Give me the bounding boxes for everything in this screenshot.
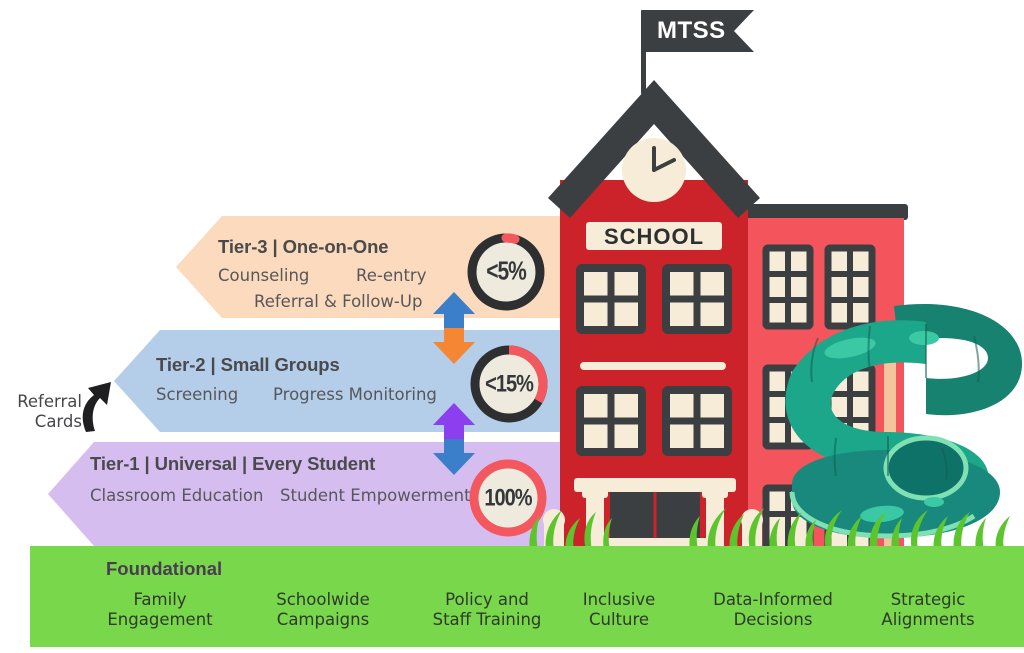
mtss-flag: MTSS	[641, 4, 801, 94]
foundational-item-strategic-alignments[interactable]: Strategic Alignments	[846, 590, 1010, 631]
foundational-item-line2: Culture	[588, 610, 650, 630]
foundational-item-line2: Staff Training	[432, 610, 542, 630]
foundational-item-data-informed-decisions[interactable]: Data-Informed Decisions	[680, 590, 866, 631]
foundational-item-family-engagement[interactable]: Family Engagement	[78, 590, 242, 631]
tier-3-sub-right: Re-entry	[356, 266, 427, 285]
arrow-down-icon	[433, 328, 475, 364]
arrow-down-tier2	[433, 328, 475, 364]
tier-1-title: Tier-1 | Universal | Every Student	[90, 453, 376, 474]
tier-1-sub-right: Student Empowerment	[280, 486, 471, 505]
foundational-item-line1: Policy and	[445, 590, 529, 609]
donut-ring-icon	[470, 345, 548, 423]
foundational-item-schoolwide-campaigns[interactable]: Schoolwide Campaigns	[241, 590, 405, 631]
arrow-up-tier3	[433, 292, 475, 328]
mtss-flag-label: MTSS	[657, 17, 726, 44]
curved-arrow-up-right-icon	[78, 378, 118, 434]
arrow-up-tier2	[433, 403, 475, 439]
arrow-up-icon	[433, 292, 475, 328]
tier-2-sub-left: Screening	[156, 385, 239, 404]
foundational-item-line2: Alignments	[881, 610, 975, 630]
badge-tier-2-label: <15%	[485, 369, 534, 397]
tier-2-sub-right: Progress Monitoring	[273, 385, 437, 404]
arrow-down-icon	[433, 439, 475, 475]
foundational-item-inclusive-culture[interactable]: Inclusive Culture	[526, 590, 712, 631]
foundational-bar[interactable]: Foundational Family Engagement Schoolwid…	[30, 546, 1024, 647]
foundational-title: Foundational	[106, 558, 223, 579]
referral-cards-line1: Referral	[17, 392, 82, 411]
foundational-item-line1: Family	[133, 590, 187, 609]
foundational-item-line1: Inclusive	[582, 590, 656, 609]
flag-pole	[641, 10, 646, 94]
foundational-item-line2: Engagement	[107, 610, 213, 630]
referral-cards-label: Referral Cards	[4, 392, 82, 432]
foundational-item-policy-staff-training[interactable]: Policy and Staff Training	[402, 590, 572, 631]
flag-banner-icon	[644, 10, 754, 52]
donut-ring-icon	[467, 233, 545, 311]
donut-ring-icon	[469, 459, 547, 537]
foundational-item-line1: Schoolwide	[276, 590, 370, 609]
badge-tier-3: <5%	[466, 232, 546, 312]
tier-3-title: Tier-3 | One-on-One	[218, 236, 389, 257]
badge-tier-1: 100%	[468, 458, 548, 538]
foundational-item-line1: Strategic	[890, 590, 966, 609]
grass-blades-icon	[529, 508, 1010, 550]
badge-tier-2: <15%	[469, 344, 549, 424]
tier-1-sub-left: Classroom Education	[90, 486, 264, 505]
arrow-down-tier1	[433, 439, 475, 475]
badge-tier-3-label: <5%	[486, 257, 527, 286]
arrow-up-icon	[433, 403, 475, 439]
tier-3-sub-left: Counseling	[218, 266, 310, 285]
curved-arrow-shape	[82, 382, 111, 432]
grass-decoration	[30, 498, 1024, 550]
school-sign-label: SCHOOL	[604, 224, 704, 249]
foundational-item-line2: Decisions	[733, 610, 813, 630]
tier-3-sub-second: Referral & Follow-Up	[254, 292, 423, 311]
referral-cards-line2: Cards	[34, 412, 82, 432]
badge-tier-1-label: 100%	[484, 483, 532, 511]
tier-2-title: Tier-2 | Small Groups	[156, 354, 340, 375]
foundational-item-line1: Data-Informed	[713, 590, 833, 609]
foundational-item-line2: Campaigns	[276, 610, 370, 630]
